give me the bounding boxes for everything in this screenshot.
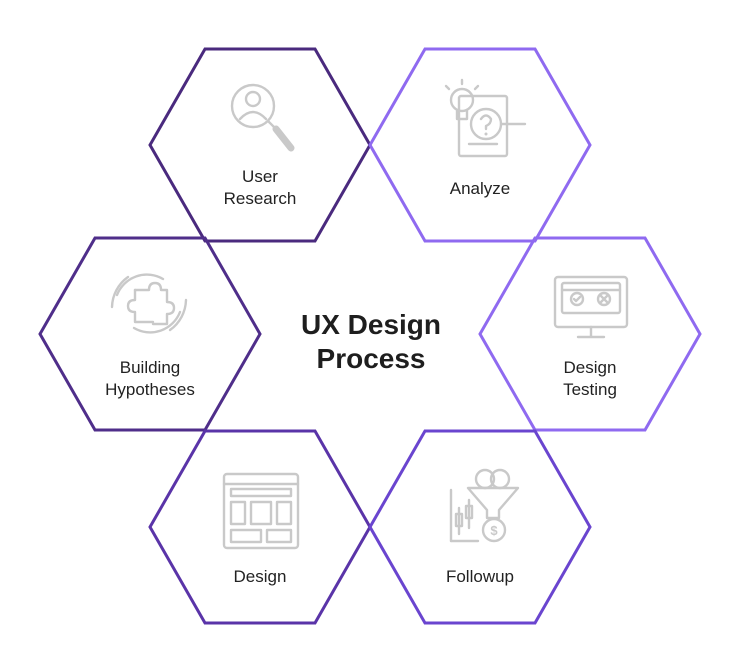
puzzle-icon <box>110 273 188 334</box>
label-design: Design <box>234 567 287 586</box>
funnel-dollar-icon: $ <box>449 468 520 543</box>
label-analyze: Analyze <box>450 179 510 198</box>
title-line-2: Process <box>317 343 426 374</box>
label-building-hypotheses-2: Hypotheses <box>105 380 195 399</box>
dollar-glyph: $ <box>490 523 498 538</box>
label-followup: Followup <box>446 567 514 586</box>
label-user-research-2: Research <box>224 189 297 208</box>
hex-analyze <box>368 47 592 243</box>
lightbulb-question-icon <box>444 78 527 158</box>
title-line-1: UX Design <box>301 309 441 340</box>
person-search-icon <box>230 83 295 152</box>
label-user-research-1: User <box>242 167 278 186</box>
hex-building-hypotheses <box>38 236 262 432</box>
label-design-testing-2: Testing <box>563 380 617 399</box>
hex-design <box>148 429 372 625</box>
label-design-testing-1: Design <box>564 358 617 377</box>
hex-user-research <box>148 47 372 243</box>
wireframe-layout-icon <box>222 472 300 550</box>
hex-followup <box>368 429 592 625</box>
monitor-check-icon <box>553 275 629 339</box>
label-building-hypotheses-1: Building <box>120 358 181 377</box>
